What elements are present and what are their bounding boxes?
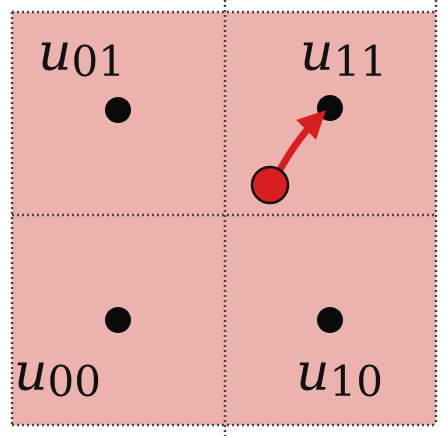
- label-u01-sub: 01: [72, 37, 125, 86]
- label-u00-main: u: [14, 343, 48, 403]
- label-u01-main: u: [38, 23, 72, 83]
- label-u10-sub: 10: [330, 357, 383, 406]
- label-u01: u01: [38, 23, 125, 86]
- node-u00: [105, 307, 131, 333]
- label-u00: u00: [14, 343, 101, 406]
- label-u10: u10: [296, 343, 383, 406]
- sample-point: [250, 165, 290, 205]
- label-u11-main: u: [300, 23, 334, 83]
- label-u10-main: u: [296, 343, 330, 403]
- label-u11-sub: 11: [334, 37, 387, 86]
- label-u11: u11: [300, 23, 387, 86]
- node-u01: [105, 97, 131, 123]
- label-u00-sub: 00: [48, 357, 101, 406]
- grid-lines: [10, 0, 438, 436]
- node-u10: [317, 307, 343, 333]
